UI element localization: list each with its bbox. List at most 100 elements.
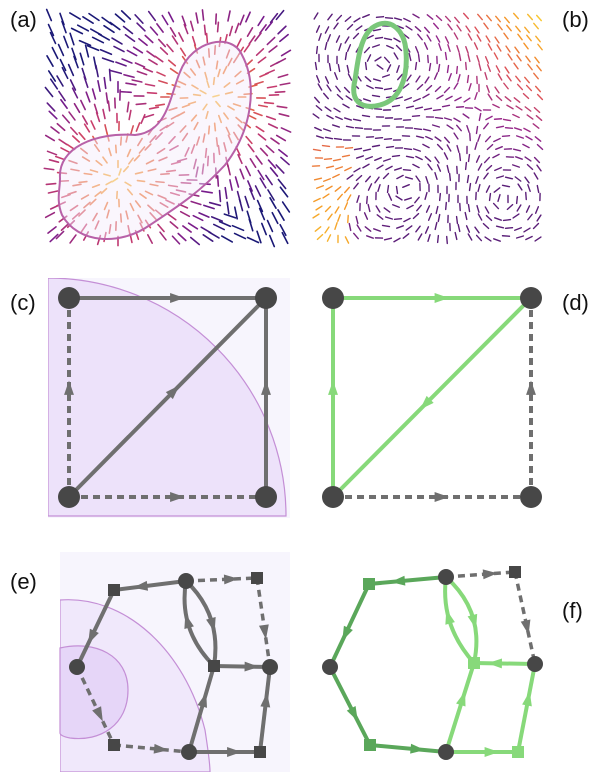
field-streak xyxy=(436,164,442,172)
field-streak xyxy=(123,73,135,79)
field-streak xyxy=(414,25,422,33)
field-streak xyxy=(72,183,82,187)
field-streak xyxy=(487,93,493,101)
field-streak xyxy=(495,225,505,229)
field-streak xyxy=(463,97,471,103)
field-streak xyxy=(201,163,205,175)
field-streak xyxy=(434,221,438,231)
field-streak xyxy=(455,106,465,108)
field-streak xyxy=(70,168,80,172)
field-streak xyxy=(91,183,101,189)
field-streak xyxy=(69,12,81,20)
field-streak xyxy=(335,115,343,121)
field-streak xyxy=(324,106,332,112)
radial-field-a xyxy=(43,8,292,248)
field-streak xyxy=(327,213,333,221)
field-streak xyxy=(235,116,243,124)
field-streak xyxy=(327,34,331,42)
field-streak xyxy=(271,211,279,225)
field-streak xyxy=(265,174,273,186)
field-streak xyxy=(138,146,146,154)
field-streak xyxy=(427,213,433,221)
field-streak xyxy=(494,217,502,221)
field-streak xyxy=(165,199,175,205)
field-streak xyxy=(108,68,112,82)
field-streak xyxy=(234,22,240,34)
field-streak xyxy=(435,35,441,43)
field-streak xyxy=(128,157,134,165)
field-streak xyxy=(468,182,472,192)
field-streak xyxy=(492,202,500,210)
field-streak xyxy=(181,103,191,109)
field-streak xyxy=(312,148,322,152)
field-streak xyxy=(154,103,166,107)
field-streak xyxy=(127,224,131,236)
field-streak xyxy=(402,184,410,188)
field-streak xyxy=(532,123,540,129)
field-streak xyxy=(171,235,181,245)
field-streak xyxy=(100,187,108,195)
node-circle-icon xyxy=(527,656,543,672)
field-streak xyxy=(111,177,119,183)
field-streak xyxy=(434,156,440,164)
field-streak xyxy=(89,198,97,206)
field-streak xyxy=(393,37,401,43)
field-streak xyxy=(441,104,451,108)
field-streak xyxy=(343,202,349,210)
field-streak xyxy=(373,228,381,232)
field-streak xyxy=(413,127,423,131)
field-streak xyxy=(364,61,368,71)
field-streak xyxy=(337,214,341,222)
field-streak xyxy=(316,233,324,241)
field-streak xyxy=(259,177,267,189)
field-streak xyxy=(474,226,480,234)
field-streak xyxy=(213,122,217,132)
field-streak xyxy=(393,237,401,243)
panel-label-f: (f) xyxy=(562,598,583,623)
field-streak xyxy=(466,74,470,84)
field-streak xyxy=(391,104,401,108)
field-streak xyxy=(408,52,412,62)
field-streak xyxy=(334,166,344,170)
field-streak xyxy=(366,235,374,239)
field-streak xyxy=(109,21,121,31)
field-streak xyxy=(347,73,353,81)
field-streak xyxy=(381,74,391,78)
field-streak xyxy=(313,12,319,20)
field-streak xyxy=(83,123,91,133)
field-streak xyxy=(533,156,541,164)
field-streak xyxy=(495,125,505,129)
field-streak xyxy=(68,111,76,121)
field-streak xyxy=(57,43,65,57)
edge-e xyxy=(213,664,271,669)
field-streak xyxy=(493,52,499,60)
field-streak xyxy=(190,144,196,154)
field-streak xyxy=(247,143,255,153)
field-streak xyxy=(467,153,471,163)
field-streak xyxy=(444,36,450,44)
field-streak xyxy=(169,145,179,151)
field-streak xyxy=(503,82,509,90)
field-streak xyxy=(383,237,393,241)
field-streak xyxy=(315,25,321,33)
field-streak xyxy=(533,22,539,30)
field-streak xyxy=(366,54,372,62)
field-streak xyxy=(483,122,489,130)
field-streak xyxy=(159,231,167,241)
field-streak xyxy=(427,233,431,243)
edge-dashed-e xyxy=(113,743,190,754)
field-streak xyxy=(227,164,231,176)
field-streak xyxy=(362,13,370,19)
edge-f xyxy=(369,743,447,754)
edge-diagonal-d xyxy=(331,296,533,499)
field-streak xyxy=(169,27,177,37)
field-streak xyxy=(95,159,103,167)
field-streak xyxy=(317,83,323,91)
edges-c xyxy=(64,293,271,502)
field-streak xyxy=(47,226,57,234)
field-streak xyxy=(448,172,452,182)
field-streak xyxy=(187,101,197,105)
field-streak xyxy=(181,55,189,65)
field-streak xyxy=(414,46,420,54)
field-streak xyxy=(504,176,514,180)
